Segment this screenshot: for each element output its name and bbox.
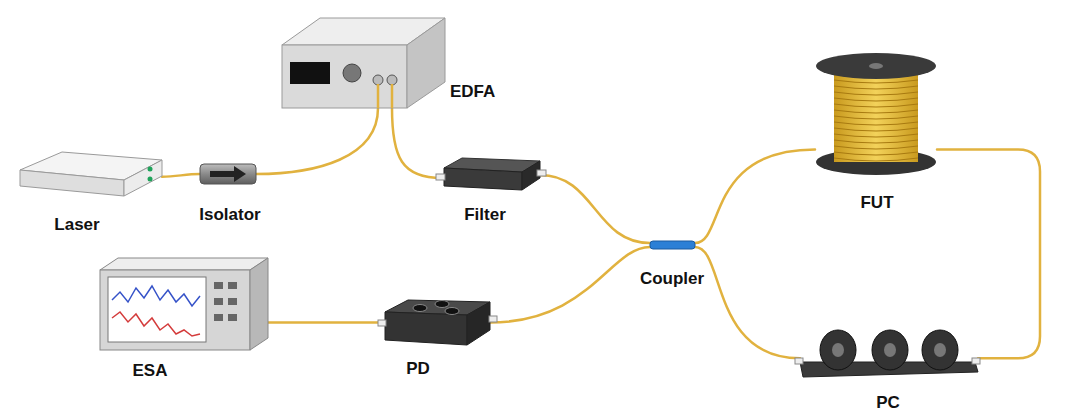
optical-fiber [256,108,378,174]
coupler-body [650,241,695,249]
optical-fiber [392,108,442,178]
edfa-amplifier [282,18,445,108]
device-node: Coupler [650,240,695,250]
device-node: PC [800,330,978,377]
optical-fiber [162,174,200,177]
device-node: EDFA [282,30,442,108]
optical-fiber [695,247,800,358]
device-node: PD [385,300,490,345]
laser-source [20,152,162,196]
photodetector [378,300,497,345]
device-label: PD [406,359,430,379]
optical-fiber [540,175,650,243]
device-label: Laser [54,215,99,235]
device-node: FUT [815,53,937,175]
fiber-spool [816,53,936,175]
device-label: FUT [860,193,893,213]
optical-fiber [490,247,650,323]
device-node: ESA [100,258,268,350]
spectrum-analyzer [100,258,268,350]
optical-fiber [937,149,1040,358]
device-node: Laser [22,152,162,197]
isolator-body [200,164,256,184]
device-label: Filter [464,205,506,225]
optical-fiber [268,322,385,323]
device-label: Isolator [199,205,260,225]
polarization-controller [795,330,980,377]
device-label: ESA [133,361,168,381]
device-label: Coupler [640,269,704,289]
device-label: PC [876,393,900,413]
optical-fiber [695,149,815,243]
device-node: Isolator [200,164,256,184]
filter-box [436,158,546,190]
device-node: Filter [442,160,540,190]
device-label: EDFA [450,82,495,102]
